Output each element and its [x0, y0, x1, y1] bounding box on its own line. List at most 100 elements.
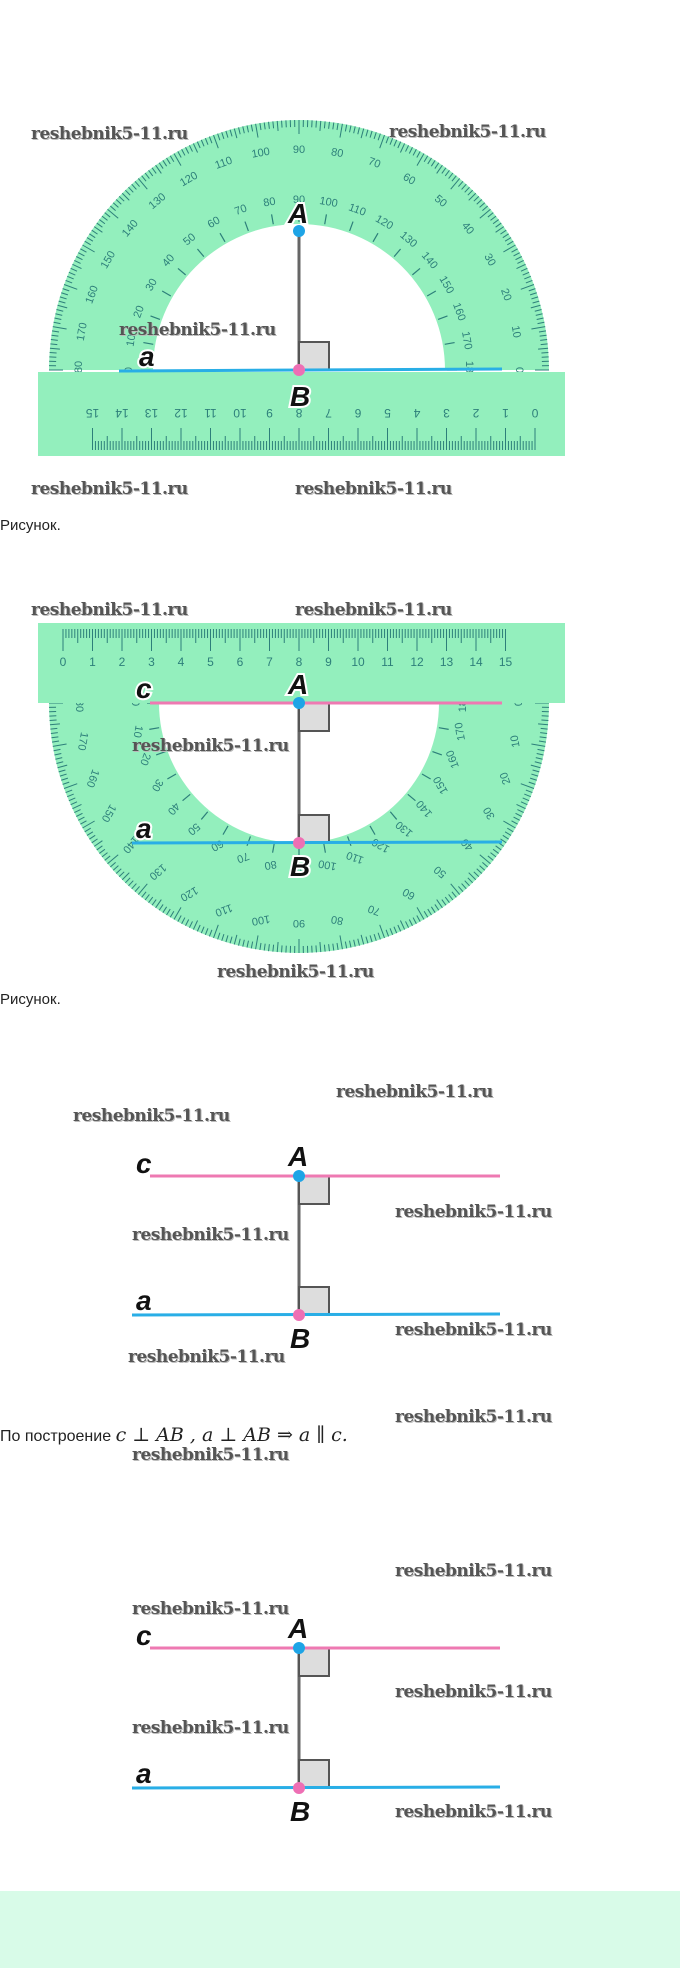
protractor-tick	[520, 801, 528, 806]
protractor-inner-tick	[349, 221, 354, 232]
protractor-tick	[109, 205, 116, 211]
point-A	[293, 1170, 305, 1182]
protractor-inner-tick	[219, 232, 226, 243]
protractor-tick	[515, 812, 522, 817]
protractor-tick	[121, 192, 130, 201]
label-A: A	[287, 1141, 308, 1172]
protractor-tick	[49, 347, 60, 350]
protractor-inner-label: 80	[262, 196, 276, 210]
ruler-label: 3	[148, 655, 155, 669]
protractor-inner-tick	[444, 341, 455, 345]
protractor-tick	[158, 904, 164, 911]
protractor-tick	[177, 151, 182, 158]
protractor-tick	[124, 189, 131, 196]
watermark: reshebnik5-11.ru	[31, 479, 188, 499]
protractor-tick	[148, 896, 154, 903]
point-A	[293, 225, 305, 237]
conclusion-formula: c ⊥ AB , a ⊥ AB ⇒ a ∥ c.	[115, 1424, 348, 1446]
protractor-outer-label: 110	[213, 155, 234, 172]
protractor-body	[49, 120, 549, 370]
watermark: reshebnik5-11.ru	[132, 1225, 289, 1245]
protractor-tick	[80, 820, 87, 825]
protractor-tick	[502, 233, 509, 239]
protractor-tick	[84, 240, 91, 246]
protractor-tick	[511, 820, 518, 825]
protractor-tick	[458, 886, 464, 893]
protractor-tick	[76, 256, 83, 261]
protractor-tick	[397, 924, 402, 932]
protractor-tick	[473, 195, 480, 202]
protractor-tick	[121, 872, 130, 881]
label-B: B	[290, 1323, 310, 1354]
protractor-outer-label: 20	[498, 770, 513, 786]
protractor-tick	[520, 267, 528, 272]
protractor-inner-tick	[323, 842, 326, 853]
line-a	[131, 1785, 501, 1790]
protractor-tick	[217, 932, 221, 940]
protractor-tick	[520, 783, 535, 789]
protractor-tick	[444, 170, 450, 177]
protractor-tick	[467, 189, 474, 196]
ruler-label: 14	[469, 655, 483, 669]
protractor-tick	[536, 317, 544, 320]
ruler-label: 6	[237, 655, 244, 669]
protractor-inner-tick	[438, 727, 449, 730]
protractor-tick	[229, 936, 233, 944]
protractor-tick	[166, 157, 171, 165]
watermark: reshebnik5-11.ru	[395, 1202, 552, 1222]
protractor-tick	[430, 160, 436, 167]
protractor-inner-label: 170	[453, 721, 468, 741]
protractor-outer-label: 20	[498, 287, 513, 303]
protractor-tick	[118, 195, 125, 202]
protractor-tick	[328, 121, 330, 129]
protractor-tick	[200, 926, 205, 934]
protractor-tick	[104, 212, 111, 218]
protractor-tick	[268, 121, 270, 129]
protractor-tick	[373, 933, 377, 941]
protractor-inner-label: 70	[235, 849, 251, 864]
protractor-tick	[59, 296, 67, 300]
protractor-body	[49, 703, 549, 953]
ruler-label: 1	[502, 406, 509, 420]
protractor-tick	[482, 862, 489, 868]
protractor-tick	[522, 271, 530, 276]
protractor-tick	[246, 125, 249, 133]
ruler-label: 2	[119, 655, 126, 669]
protractor-tick	[51, 736, 59, 739]
watermark: reshebnik5-11.ru	[31, 600, 188, 620]
protractor-inner-tick	[244, 221, 249, 232]
protractor-tick	[89, 233, 96, 239]
ruler-label: 14	[115, 406, 129, 420]
protractor-tick	[151, 899, 157, 906]
protractor-tick	[516, 263, 526, 270]
protractor-inner-tick	[196, 248, 205, 258]
protractor-outer-label: 160	[83, 284, 101, 305]
point-B	[293, 1782, 305, 1794]
protractor-tick	[323, 121, 326, 129]
protractor-outer-label: 80	[330, 913, 344, 927]
protractor-tick	[276, 120, 279, 131]
protractor-inner-label: 20	[137, 751, 152, 767]
protractor-tick	[416, 153, 425, 166]
protractor-tick	[461, 183, 467, 190]
protractor-tick	[128, 880, 134, 887]
point-A	[293, 697, 305, 709]
protractor-inner-tick	[272, 842, 275, 853]
protractor-tick	[89, 834, 96, 840]
protractor-tick	[53, 321, 61, 325]
protractor-tick	[441, 167, 447, 174]
label-B: B	[290, 1796, 310, 1827]
protractor-tick	[68, 797, 76, 802]
protractor-tick	[70, 267, 78, 272]
protractor-tick	[385, 136, 390, 144]
protractor-tick	[82, 820, 95, 829]
protractor-tick	[511, 248, 518, 253]
protractor-tick	[377, 133, 381, 141]
protractor-tick	[268, 944, 270, 952]
protractor-inner-label: 170	[459, 330, 474, 350]
ruler-label: 11	[381, 655, 394, 669]
protractor-tick	[473, 871, 480, 878]
protractor-tick	[173, 153, 182, 166]
protractor-tick	[495, 222, 502, 228]
protractor-tick	[332, 943, 335, 951]
